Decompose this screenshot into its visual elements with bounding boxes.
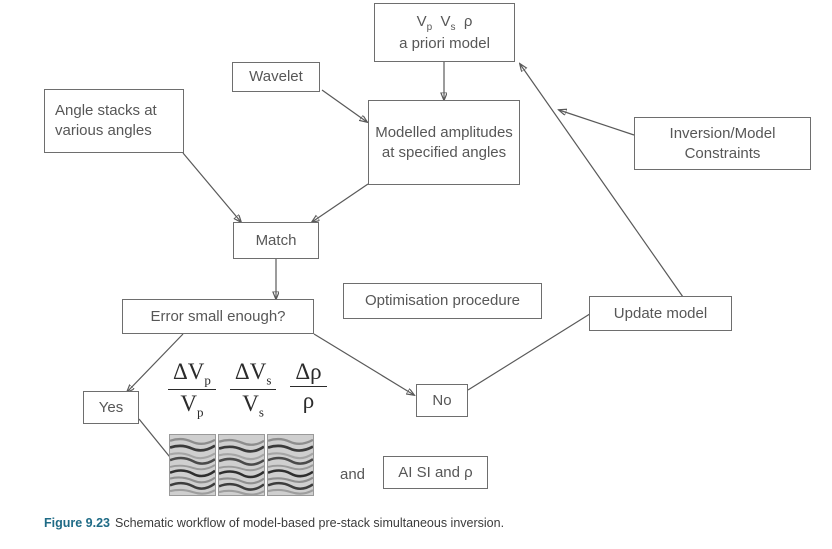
vp-symbol: V [416, 12, 427, 30]
fraction-denominator: Vs [237, 390, 269, 420]
seismic-panel-vp [169, 434, 216, 496]
vs-symbol-den: V [242, 390, 259, 416]
fraction-numerator: Δρ [290, 359, 327, 387]
dvp-symbol: ΔV [173, 359, 205, 384]
arrow-constraints-to-model [559, 110, 635, 136]
figure-caption: Figure 9.23 Schematic workflow of model-b… [44, 516, 804, 530]
arrow-modelled-to-match [312, 183, 369, 222]
dvs-subscript: s [266, 372, 272, 388]
seismic-panel-rho [267, 434, 314, 496]
fraction-numerator: ΔVs [229, 359, 277, 390]
node-ai-si-rho[interactable]: AI SI and ρ [383, 456, 488, 489]
seismic-panel-vs [218, 434, 265, 496]
node-wavelet[interactable]: Wavelet [232, 62, 320, 92]
and-label: and [340, 466, 366, 483]
fraction-dvp-over-vp: ΔVp Vp [168, 359, 216, 420]
node-no[interactable]: No [416, 384, 468, 417]
vp-symbol-den: V [180, 390, 198, 416]
fraction-denominator: ρ [302, 387, 315, 413]
vs-subscript-den: s [258, 404, 264, 420]
figure-number: Figure 9.23 [44, 516, 110, 530]
node-apriori-line1: Vp Vs ρ [417, 12, 473, 34]
vp-subscript-den: p [197, 404, 204, 420]
seismic-section-panels [169, 434, 314, 496]
node-angle-stacks[interactable]: Angle stacks at various angles [44, 89, 184, 153]
vp-subscript: p [426, 21, 433, 33]
node-modelled-amplitudes[interactable]: Modelled amplitudes at specified angles [368, 100, 520, 185]
arrow-error-to-yes [127, 333, 184, 392]
arrow-wavelet-to-modelled [321, 89, 367, 122]
rho-symbol: ρ [463, 12, 473, 30]
vs-subscript: s [450, 21, 456, 33]
node-error-small-enough[interactable]: Error small enough? [122, 299, 314, 334]
fractional-contrast-formula: ΔVp Vp ΔVs Vs Δρ ρ [168, 359, 327, 420]
node-apriori-line2: a priori model [399, 34, 490, 52]
arrow-anglestacks-to-match [182, 152, 241, 222]
node-apriori-model[interactable]: Vp Vs ρ a priori model [374, 3, 515, 62]
fraction-denominator: Vp [175, 390, 208, 420]
arrow-update-to-apriori [520, 64, 684, 298]
node-match[interactable]: Match [233, 222, 319, 259]
vs-symbol: V [440, 12, 451, 30]
figure-caption-text: Schematic workflow of model-based pre-st… [115, 516, 505, 530]
arrow-error-to-no [313, 333, 414, 395]
node-update-model[interactable]: Update model [589, 296, 732, 331]
dvs-symbol: ΔV [234, 359, 267, 384]
node-yes[interactable]: Yes [83, 391, 139, 424]
node-optimisation-procedure[interactable]: Optimisation procedure [343, 283, 542, 319]
fraction-numerator: ΔVp [168, 359, 216, 390]
fraction-dvs-over-vs: ΔVs Vs [229, 359, 277, 420]
fraction-drho-over-rho: Δρ ρ [290, 359, 327, 414]
node-inversion-constraints[interactable]: Inversion/Model Constraints [634, 117, 811, 170]
dvp-subscript: p [204, 372, 211, 388]
